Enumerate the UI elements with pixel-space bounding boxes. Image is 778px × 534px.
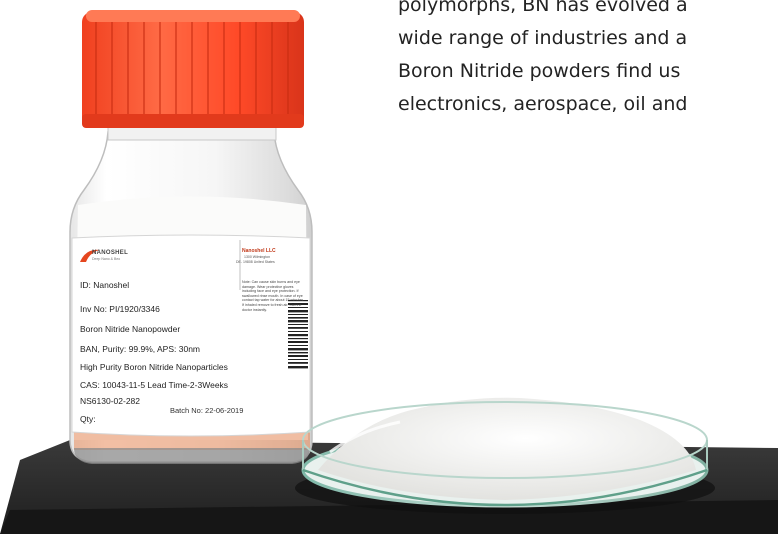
cap-skirt	[82, 114, 304, 128]
dish-rim-bottom	[302, 468, 708, 507]
company-address-2: DE- 19808 United States	[236, 260, 275, 264]
label-batch: Batch No: 22-06-2019	[170, 406, 244, 415]
label-product: Boron Nitride Nanopowder	[80, 324, 181, 334]
label-sticker	[71, 234, 311, 437]
barcode-icon	[288, 300, 308, 369]
bottle-base	[74, 448, 310, 464]
label-purity: BAN, Purity: 99.9%, APS: 30nm	[80, 344, 201, 354]
label-description: High Purity Boron Nitride Nanoparticles	[80, 362, 228, 372]
brand-logo: NANOSHEL	[92, 250, 129, 256]
description-line: polymorphs, BN has evolved a	[398, 0, 688, 16]
label-qty: Qty:	[80, 414, 96, 424]
brand-tagline: Deep Nano & Beo	[92, 257, 121, 261]
description-line: wide range of industries and a	[398, 27, 688, 49]
cap-top	[86, 10, 300, 22]
bottle-bottom-band	[74, 432, 310, 450]
safety-note: Note: Can cause skin burns and eye damag…	[242, 280, 305, 312]
label-inv-no: Inv No: PI/1920/3346	[80, 304, 160, 314]
logo-swoosh-icon	[80, 249, 100, 262]
company-name: Nanoshel LLC	[242, 248, 276, 254]
label-cas: CAS: 10043-11-5 Lead Time-2-3Weeks	[80, 380, 229, 390]
dish-highlight	[329, 420, 401, 454]
description-line: Boron Nitride powders find us	[398, 60, 681, 82]
label-code: NS6130-02-282	[80, 396, 141, 406]
bottle-label: NANOSHEL Deep Nano & Beo Nanoshel LLC 13…	[70, 238, 310, 434]
description-line: electronics, aerospace, oil and	[398, 93, 688, 115]
company-address-1: 1300 Wilmington	[244, 255, 271, 259]
label-id: ID: Nanoshel	[80, 280, 130, 290]
cap-ridges	[95, 22, 289, 122]
description-text: polymorphs, BN has evolved a wide range …	[398, 0, 778, 121]
